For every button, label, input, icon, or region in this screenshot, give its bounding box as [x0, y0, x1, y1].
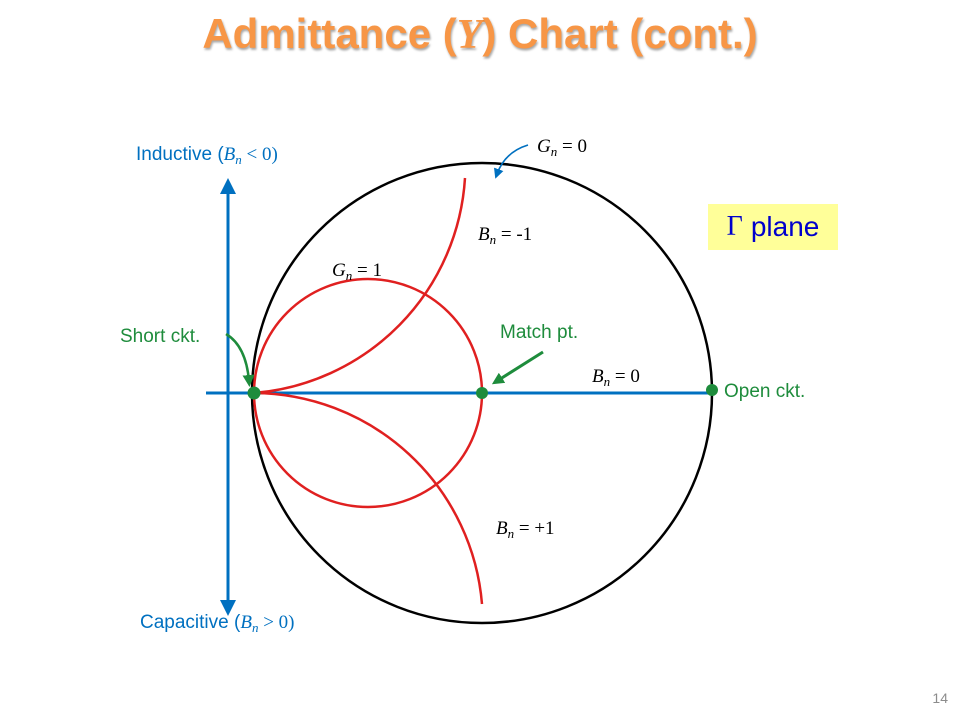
title-symbol: Y — [456, 12, 483, 58]
short-ckt-arrow — [225, 332, 255, 387]
bn-pos1-label: Bn = +1 — [496, 518, 555, 541]
gn1-label: Gn = 1 — [332, 260, 382, 283]
gamma-symbol: Γ — [726, 211, 743, 242]
open-ckt-label: Open ckt. — [724, 381, 805, 402]
gn0-callout-arrow — [494, 144, 529, 179]
capacitive-label: Capacitive (Bn > 0) — [140, 612, 294, 635]
page-number: 14 — [932, 690, 948, 706]
short-circuit-point — [247, 386, 261, 400]
inductive-label: Inductive (Bn < 0) — [136, 144, 278, 167]
match-point — [476, 387, 488, 399]
short-ckt-label: Short ckt. — [120, 326, 200, 347]
title-rest: ) Chart (cont.) — [482, 10, 758, 57]
gn0-label: Gn = 0 — [537, 136, 587, 159]
bn-pos1-arc — [253, 391, 484, 605]
bn-neg1-arc — [253, 177, 467, 395]
axis-up-arrowhead — [220, 178, 236, 194]
match-pt-label: Match pt. — [500, 322, 578, 343]
open-circuit-point — [706, 384, 718, 396]
title-text: Admittance ( — [202, 10, 457, 57]
axis-down-arrowhead — [220, 600, 236, 616]
bn-neg1-label: Bn = -1 — [478, 224, 532, 247]
match-pt-arrow — [491, 350, 544, 385]
plane-text: plane — [750, 211, 820, 242]
bn0-label: Bn = 0 — [592, 366, 640, 389]
page-title: Admittance (Y) Chart (cont.) — [0, 10, 960, 59]
